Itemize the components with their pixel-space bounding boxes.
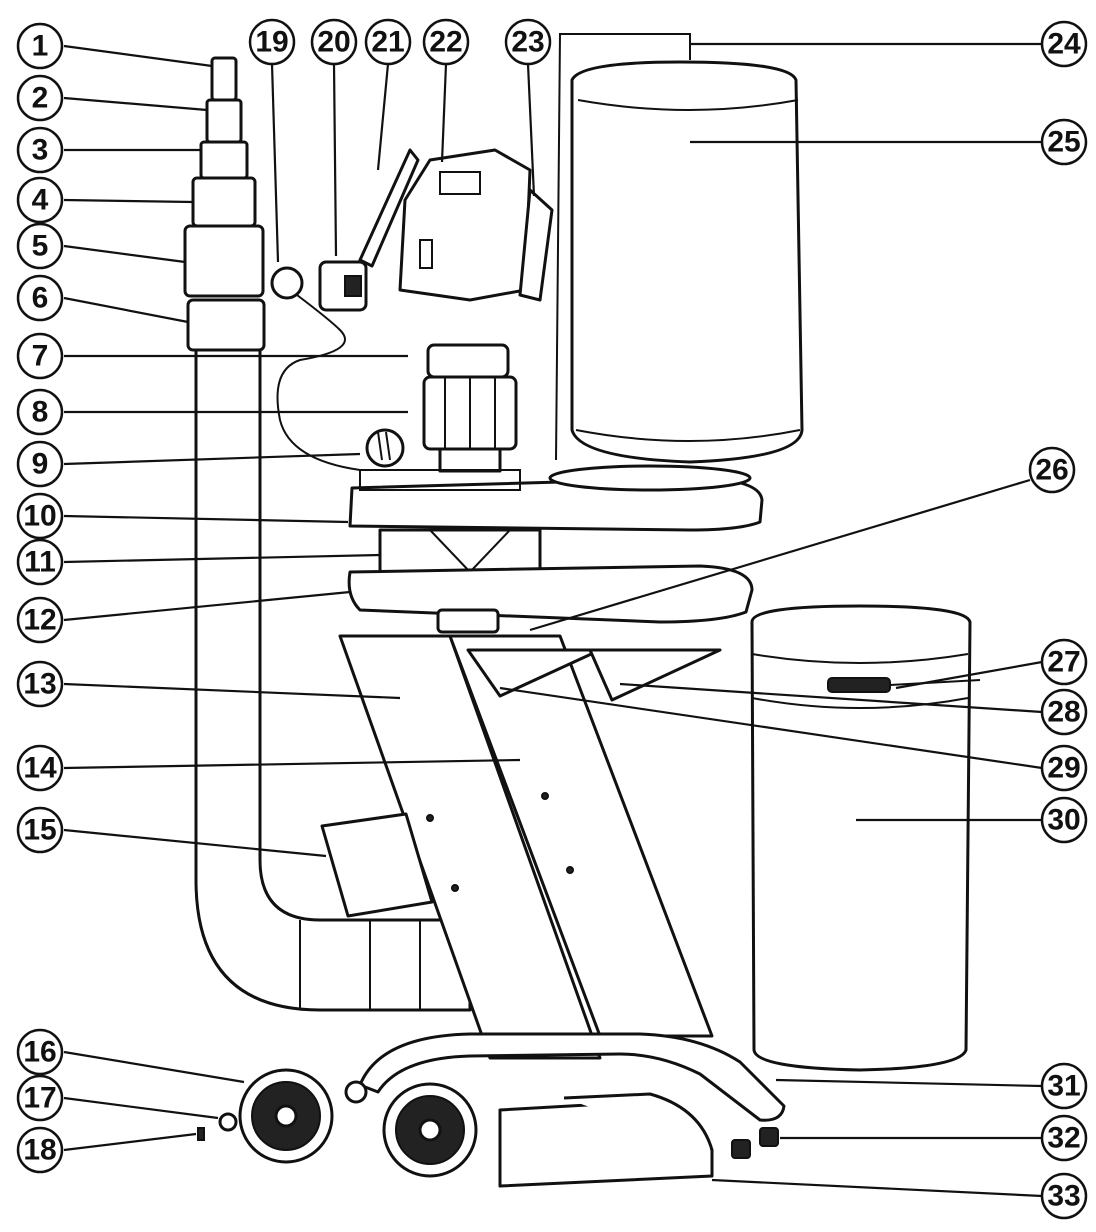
wheels <box>197 1068 478 1178</box>
callout-20: 20 <box>310 18 358 66</box>
callout-33: 33 <box>1040 1172 1088 1220</box>
callout-19-label: 19 <box>255 26 288 59</box>
base-frame <box>344 1032 786 1122</box>
callout-23: 23 <box>504 18 552 66</box>
callout-14: 14 <box>16 744 64 792</box>
callout-29: 29 <box>1040 744 1088 792</box>
callout-26: 26 <box>1028 446 1076 494</box>
callout-27: 27 <box>1040 638 1088 686</box>
motor-assembly <box>422 343 518 473</box>
callout-28: 28 <box>1040 688 1088 736</box>
callout-21: 21 <box>364 18 412 66</box>
callout-5: 5 <box>16 222 64 270</box>
callout-30-label: 30 <box>1047 804 1080 837</box>
callout-33-label: 33 <box>1047 1180 1080 1213</box>
callout-12: 12 <box>16 596 64 644</box>
callout-24: 24 <box>1040 20 1088 68</box>
support-frame <box>320 634 722 1060</box>
filter-bag <box>548 33 804 492</box>
callouts: 1 2 3 4 5 6 7 8 9 10 11 12 13 14 15 16 1… <box>16 18 1088 1220</box>
callout-32: 32 <box>1040 1114 1088 1162</box>
callout-1-label: 1 <box>32 30 49 63</box>
callout-31-label: 31 <box>1047 1070 1080 1103</box>
callout-22-label: 22 <box>429 26 462 59</box>
callout-18: 18 <box>16 1126 64 1174</box>
callout-9: 9 <box>16 440 64 488</box>
callout-15-label: 15 <box>23 814 56 847</box>
callout-23-label: 23 <box>511 26 544 59</box>
callout-7: 7 <box>16 332 64 380</box>
motor-housing-panels <box>358 148 554 302</box>
callout-5-label: 5 <box>32 230 49 263</box>
callout-15: 15 <box>16 806 64 854</box>
flexible-hose <box>194 348 472 1012</box>
callout-3-label: 3 <box>32 134 49 167</box>
callout-2: 2 <box>16 74 64 122</box>
leader-lines <box>63 42 1043 1198</box>
callout-19: 19 <box>248 18 296 66</box>
callout-25: 25 <box>1040 118 1088 166</box>
callout-17: 17 <box>16 1074 64 1122</box>
callout-8-label: 8 <box>32 396 49 429</box>
blower-housing <box>347 469 764 634</box>
callout-26-label: 26 <box>1035 454 1068 487</box>
callout-6-label: 6 <box>32 282 49 315</box>
callout-1: 1 <box>16 22 64 70</box>
callout-2-label: 2 <box>32 82 49 115</box>
callout-9-label: 9 <box>32 448 49 481</box>
callout-16-label: 16 <box>23 1036 56 1069</box>
callout-13-label: 13 <box>23 668 56 701</box>
callout-20-label: 20 <box>317 26 350 59</box>
callout-10-label: 10 <box>23 500 56 533</box>
callout-8: 8 <box>16 388 64 436</box>
callout-4-label: 4 <box>32 184 49 217</box>
callout-3: 3 <box>16 126 64 174</box>
callout-16: 16 <box>16 1028 64 1076</box>
callout-4: 4 <box>16 176 64 224</box>
callout-17-label: 17 <box>23 1082 56 1115</box>
callout-13: 13 <box>16 660 64 708</box>
callout-25-label: 25 <box>1047 126 1080 159</box>
callout-24-label: 24 <box>1047 28 1081 61</box>
callout-29-label: 29 <box>1047 752 1080 785</box>
callout-30: 30 <box>1040 796 1088 844</box>
callout-10: 10 <box>16 492 64 540</box>
callout-31: 31 <box>1040 1062 1088 1110</box>
callout-21-label: 21 <box>371 26 404 59</box>
callout-22: 22 <box>422 18 470 66</box>
callout-32-label: 32 <box>1047 1122 1080 1155</box>
callout-14-label: 14 <box>23 752 57 785</box>
callout-12-label: 12 <box>23 604 56 637</box>
collection-bag <box>750 604 981 1072</box>
callout-11: 11 <box>16 538 64 586</box>
hose-adapter-stack <box>183 56 266 352</box>
callout-7-label: 7 <box>32 340 49 373</box>
callout-27-label: 27 <box>1047 646 1080 679</box>
feet-and-cover <box>498 1092 779 1188</box>
callout-11-label: 11 <box>24 546 56 579</box>
callout-28-label: 28 <box>1047 696 1080 729</box>
callout-6: 6 <box>16 274 64 322</box>
callout-18-label: 18 <box>23 1134 56 1167</box>
power-plug-and-switch <box>270 260 405 471</box>
